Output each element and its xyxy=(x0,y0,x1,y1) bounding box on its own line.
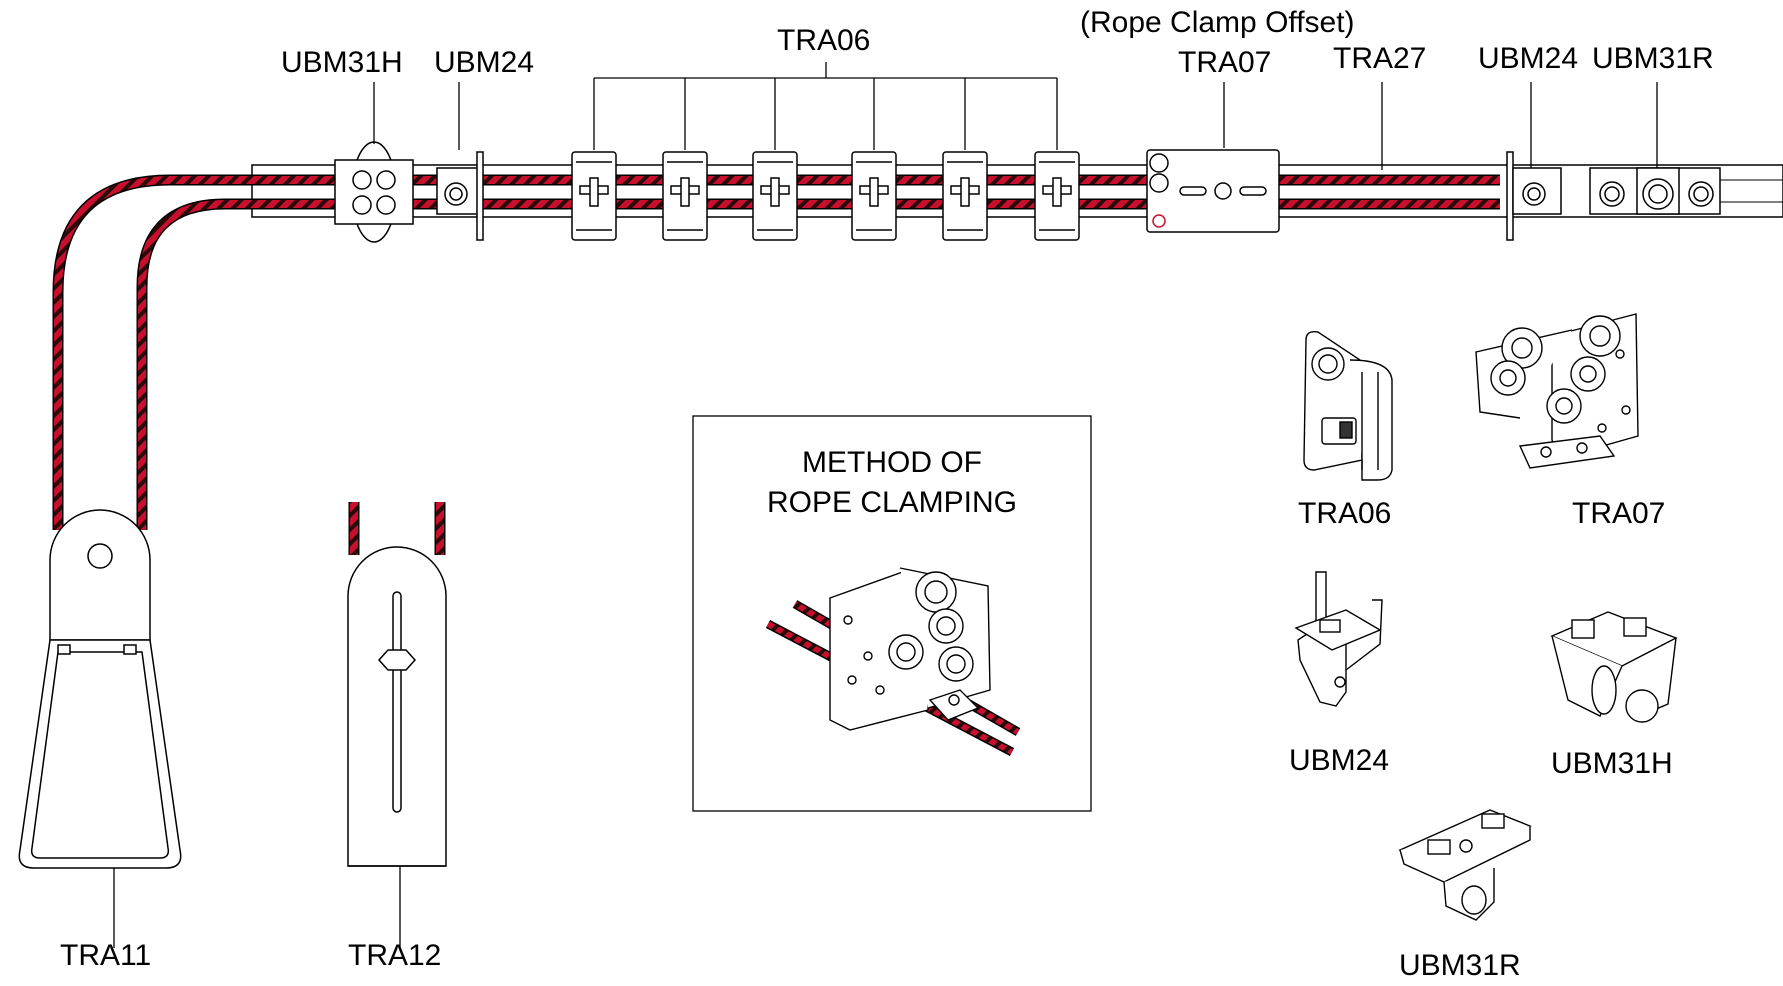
tra07-part-illustration xyxy=(1475,313,1639,469)
ubm24-part-illustration xyxy=(1294,571,1383,707)
tra06-carrier xyxy=(571,151,617,241)
ubm24-left-track-component xyxy=(436,151,484,241)
ubm31r-part-label: UBM31R xyxy=(1399,949,1521,981)
ubm31r-track-component xyxy=(1589,167,1721,215)
tra06-carriers xyxy=(571,151,1080,241)
tra06-carrier xyxy=(942,151,988,241)
ubm31r-part-illustration xyxy=(1398,809,1532,921)
leader-lines xyxy=(373,62,1658,170)
rope xyxy=(52,174,1500,555)
tra07-track-component xyxy=(1146,149,1280,233)
tra06-part-illustration xyxy=(1303,330,1393,481)
ubm24-top-left-label: UBM24 xyxy=(434,46,534,79)
tra06-carrier xyxy=(752,151,798,241)
tra11-pulley xyxy=(18,509,182,948)
rope-clamp-note-label: (Rope Clamp Offset) xyxy=(1080,6,1355,39)
tra11-label: TRA11 xyxy=(60,939,151,972)
rope-clamping-inset: METHOD OF ROPE CLAMPING xyxy=(692,415,1092,812)
tra07-part-label: TRA07 xyxy=(1572,497,1665,530)
inset-title-line2: ROPE CLAMPING xyxy=(767,486,1017,519)
tra07-top-label: TRA07 xyxy=(1178,46,1271,79)
track-rail xyxy=(251,164,1783,218)
ubm24-right-track-component xyxy=(1506,151,1562,241)
tra12-label: TRA12 xyxy=(348,939,441,972)
ubm31r-top-label: UBM31R xyxy=(1592,42,1714,75)
tra06-carrier xyxy=(851,151,897,241)
ubm31h-track-component xyxy=(334,141,414,243)
tra06-carrier xyxy=(662,151,708,241)
inset-title-line1: METHOD OF xyxy=(802,446,982,479)
tra27-top-label: TRA27 xyxy=(1333,42,1426,75)
ubm31h-top-label: UBM31H xyxy=(281,46,403,79)
tra06-part-label: TRA06 xyxy=(1298,497,1391,530)
ubm31h-part-label: UBM31H xyxy=(1551,747,1673,780)
tra06-carrier xyxy=(1034,151,1080,241)
ubm31h-part-illustration xyxy=(1550,611,1678,723)
ubm24-top-right-label: UBM24 xyxy=(1478,42,1578,75)
tra06-top-label: TRA06 xyxy=(777,24,870,57)
ubm24-part-label: UBM24 xyxy=(1289,744,1389,777)
tra12-pulley xyxy=(347,546,447,948)
